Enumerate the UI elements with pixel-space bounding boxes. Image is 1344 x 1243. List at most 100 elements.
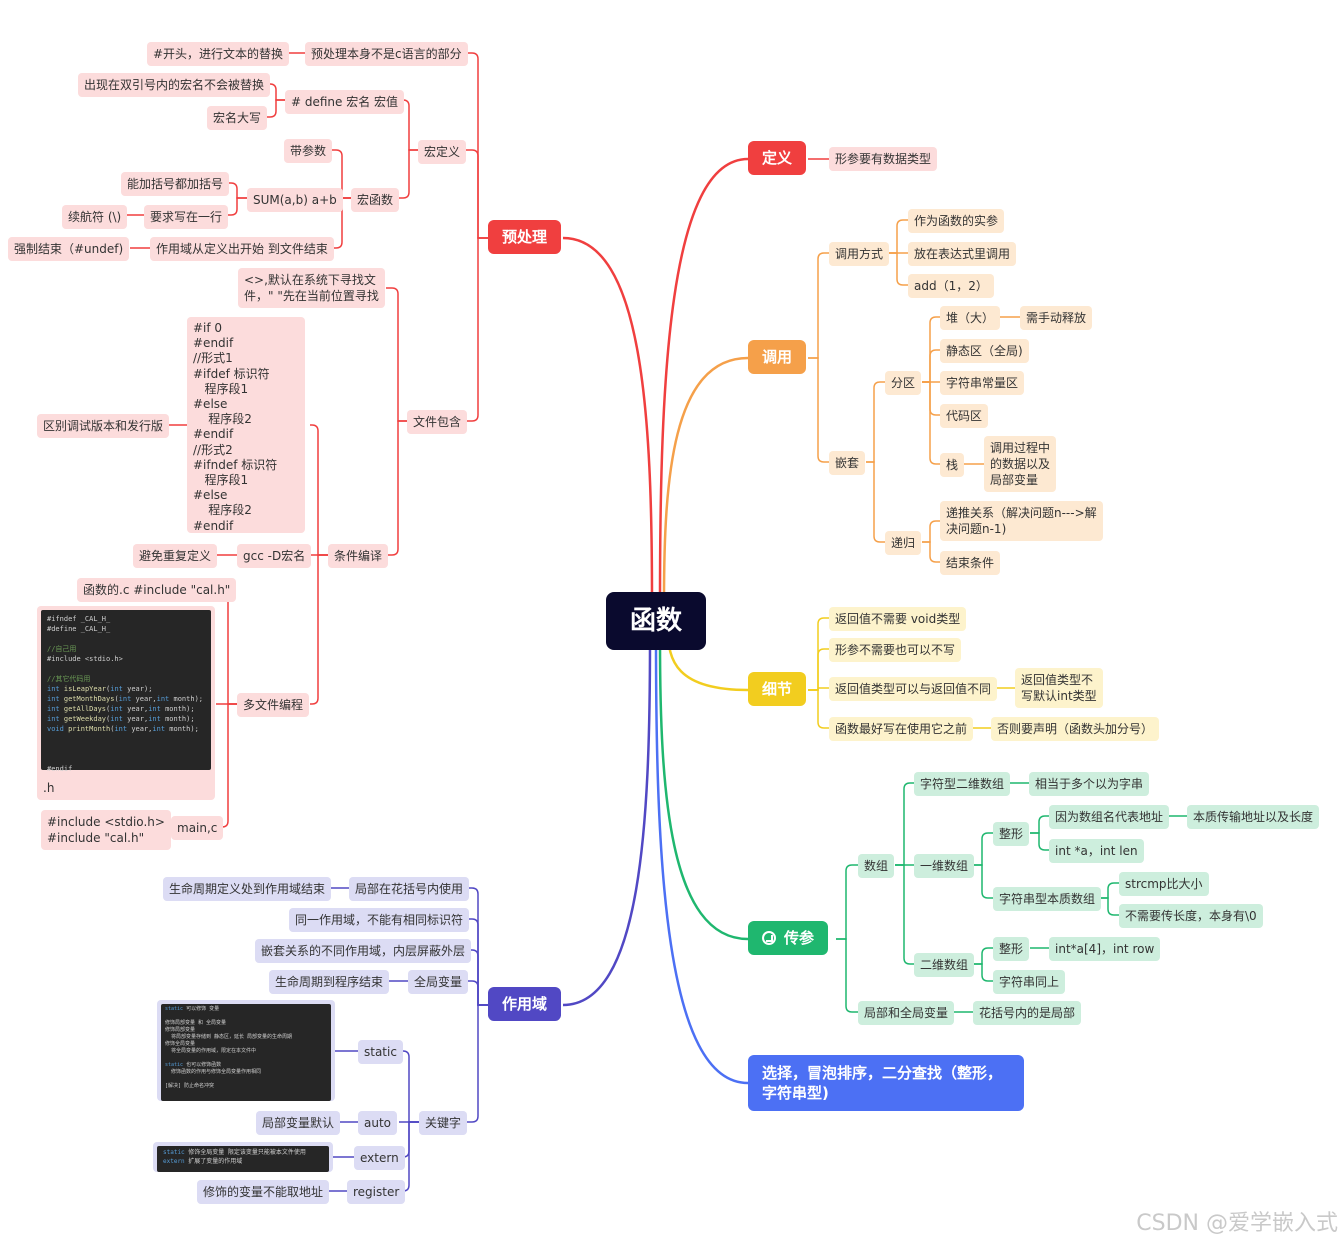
extern-image-node[interactable]: static 修饰全局变量 限定该变量只能被本文件使用 extern 扩展了变量… bbox=[153, 1142, 333, 1172]
upper-node[interactable]: 宏名大写 bbox=[207, 106, 268, 130]
addr-note-node[interactable]: 本质传输地址以及长度 bbox=[1187, 805, 1320, 829]
end-cond-node[interactable]: 结束条件 bbox=[940, 551, 1001, 575]
call-topic[interactable]: 调用 bbox=[748, 340, 807, 374]
cond-compile-topic[interactable]: 条件编译 bbox=[328, 544, 389, 568]
define-node[interactable]: # define 宏名 宏值 bbox=[285, 90, 405, 114]
detail-item-2[interactable]: 形参不需要也可以不写 bbox=[829, 638, 962, 662]
multi-file-topic[interactable]: 多文件编程 bbox=[237, 693, 310, 717]
declare-node[interactable]: 否则要声明（函数头加分号） bbox=[991, 717, 1160, 741]
connector bbox=[922, 381, 940, 465]
str-same-node[interactable]: 字符串同上 bbox=[993, 970, 1066, 994]
include-topic[interactable]: 文件包含 bbox=[407, 410, 468, 434]
int-type-2-node[interactable]: 整形 bbox=[993, 937, 1030, 961]
call-mode-item-2[interactable]: 放在表达式里调用 bbox=[908, 242, 1017, 266]
gcc-d-node[interactable]: gcc -D宏名 bbox=[237, 544, 312, 568]
register-node[interactable]: register bbox=[347, 1180, 406, 1204]
header-file-node[interactable]: #ifndef _CAL_H_#define _CAL_H_ //自己用#inc… bbox=[37, 606, 215, 800]
sum-node[interactable]: SUM(a,b) a+b bbox=[247, 188, 343, 212]
same-name-node[interactable]: 同一作用域，不能有相同标识符 bbox=[289, 908, 470, 932]
debug-release-node[interactable]: 区别调试版本和发行版 bbox=[37, 414, 170, 438]
preprocess-topic[interactable]: 预处理 bbox=[488, 220, 562, 254]
one-line-node[interactable]: 要求写在一行 bbox=[144, 205, 229, 229]
keyword-node[interactable]: 关键字 bbox=[419, 1111, 468, 1135]
int-2d-node[interactable]: int*a[4]，int row bbox=[1049, 937, 1161, 961]
partition-node[interactable]: 分区 bbox=[885, 371, 922, 395]
static-image-node[interactable]: static 可以修饰 变量 修饰局部变量 和 全局变量修饰局部变量 将局部变量… bbox=[157, 1000, 335, 1101]
detail-item-3[interactable]: 返回值类型可以与返回值不同 bbox=[829, 677, 998, 701]
char-2d-node[interactable]: 字符型二维数组 bbox=[914, 772, 1011, 796]
static-area-node[interactable]: 静态区（全局) bbox=[940, 339, 1029, 363]
paren-node[interactable]: 能加括号都加括号 bbox=[121, 172, 230, 196]
central-topic[interactable]: 函数 bbox=[606, 592, 706, 650]
global-node[interactable]: 全局变量 bbox=[408, 970, 469, 994]
connector bbox=[467, 887, 488, 1006]
string-area-node[interactable]: 字符串常量区 bbox=[940, 371, 1025, 395]
continue-node[interactable]: 续航符 (\) bbox=[62, 205, 128, 229]
connector bbox=[836, 864, 858, 940]
int-type-node[interactable]: 整形 bbox=[993, 822, 1030, 846]
array-node[interactable]: 数组 bbox=[858, 854, 895, 878]
include-search-node[interactable]: <>,默认在系统下寻找文 件，" "先在当前位置寻找 bbox=[238, 268, 385, 308]
strcmp-node[interactable]: strcmp比大小 bbox=[1119, 872, 1209, 896]
two-d-node[interactable]: 二维数组 bbox=[914, 953, 975, 977]
addr-node[interactable]: 因为数组名代表地址 bbox=[1049, 805, 1170, 829]
connector bbox=[972, 963, 993, 982]
detail-topic[interactable]: 细节 bbox=[748, 672, 807, 706]
auto-note-node[interactable]: 局部变量默认 bbox=[256, 1111, 341, 1135]
no-len-node[interactable]: 不需要传长度，本身有\0 bbox=[1119, 904, 1263, 928]
stack-note-node[interactable]: 调用过程中 的数据以及 局部变量 bbox=[984, 436, 1057, 492]
heap-note-node[interactable]: 需手动释放 bbox=[1020, 306, 1093, 330]
with-param-node[interactable]: 带参数 bbox=[284, 139, 333, 163]
one-d-node[interactable]: 一维数组 bbox=[914, 854, 975, 878]
connector bbox=[465, 149, 488, 239]
not-c-node[interactable]: 预处理本身不是c语言的部分 bbox=[305, 42, 468, 66]
local-global-node[interactable]: 局部和全局变量 bbox=[858, 1001, 955, 1025]
connector bbox=[972, 864, 993, 899]
nested-node[interactable]: 嵌套关系的不同作用域，内层屏蔽外层 bbox=[255, 939, 472, 963]
undef-node[interactable]: 强制结束（#undef) bbox=[8, 237, 130, 261]
stack-node[interactable]: 栈 bbox=[940, 453, 965, 477]
hash-start-node[interactable]: #开头，进行文本的替换 bbox=[147, 42, 290, 66]
int-ptr-node[interactable]: int *a，int len bbox=[1049, 839, 1144, 863]
detail-item-4[interactable]: 函数最好写在使用它之前 bbox=[829, 717, 974, 741]
call-mode-node[interactable]: 调用方式 bbox=[829, 242, 890, 266]
cond-code-node[interactable]: #if 0 #endif //形式1 #ifdef 标识符 程序段1 #else… bbox=[187, 317, 305, 533]
connector bbox=[886, 252, 908, 286]
char-2d-note-node[interactable]: 相当于多个以为字串 bbox=[1029, 772, 1150, 796]
recursion-node[interactable]: 递归 bbox=[885, 531, 922, 555]
define-note-node[interactable]: 形参要有数据类型 bbox=[829, 147, 938, 171]
life-global-node[interactable]: 生命周期到程序结束 bbox=[269, 970, 390, 994]
connector bbox=[895, 782, 914, 866]
extern-node[interactable]: extern bbox=[354, 1146, 405, 1170]
connector bbox=[836, 938, 858, 1013]
recur-rel-node[interactable]: 递推关系（解决问题n--->解 决问题n-1) bbox=[940, 501, 1103, 541]
func-c-node[interactable]: 函数的.c #include "cal.h" bbox=[77, 578, 237, 602]
static-node[interactable]: static bbox=[358, 1040, 403, 1064]
extern-code-image: static 修饰全局变量 限定该变量只能被本文件使用 extern 扩展了变量… bbox=[157, 1146, 329, 1172]
life-local-node[interactable]: 生命周期定义处到作用域结束 bbox=[163, 877, 332, 901]
call-mode-item-3[interactable]: add（1，2） bbox=[908, 274, 994, 298]
algorithms-topic[interactable]: 选择，冒泡排序，二分查找（整形， 字符串型) bbox=[748, 1055, 1024, 1111]
main-includes-node[interactable]: #include <stdio.h> #include "cal.h" bbox=[41, 810, 171, 850]
call-mode-item-1[interactable]: 作为函数的实参 bbox=[908, 209, 1005, 233]
header-code-image: #ifndef _CAL_H_#define _CAL_H_ //自己用#inc… bbox=[41, 610, 211, 773]
ret-note-node[interactable]: 返回值类型不 写默认int类型 bbox=[1015, 668, 1103, 708]
nest-node[interactable]: 嵌套 bbox=[829, 451, 866, 475]
heap-node[interactable]: 堆（大） bbox=[940, 306, 1001, 330]
param-topic[interactable]: 传参 bbox=[748, 921, 829, 955]
auto-node[interactable]: auto bbox=[358, 1111, 398, 1135]
macro-func-node[interactable]: 宏函数 bbox=[351, 188, 400, 212]
register-note-node[interactable]: 修饰的变量不能取地址 bbox=[197, 1180, 330, 1204]
macro-topic[interactable]: 宏定义 bbox=[418, 140, 467, 164]
main-c-node[interactable]: main,c bbox=[171, 816, 224, 840]
macro-scope-node[interactable]: 作用域从定义出开始 到文件结束 bbox=[150, 237, 334, 261]
quote-rule-node[interactable]: 出现在双引号内的宏名不会被替换 bbox=[78, 73, 271, 97]
define-topic[interactable]: 定义 bbox=[748, 141, 807, 175]
local-use-node[interactable]: 局部在花括号内使用 bbox=[349, 877, 470, 901]
scope-topic[interactable]: 作用域 bbox=[488, 987, 562, 1021]
detail-item-1[interactable]: 返回值不需要 void类型 bbox=[829, 607, 967, 631]
braces-node[interactable]: 花括号内的是局部 bbox=[973, 1001, 1082, 1025]
str-type-node[interactable]: 字符串型本质数组 bbox=[993, 887, 1102, 911]
avoid-redef-node[interactable]: 避免重复定义 bbox=[133, 544, 218, 568]
code-area-node[interactable]: 代码区 bbox=[940, 404, 989, 428]
